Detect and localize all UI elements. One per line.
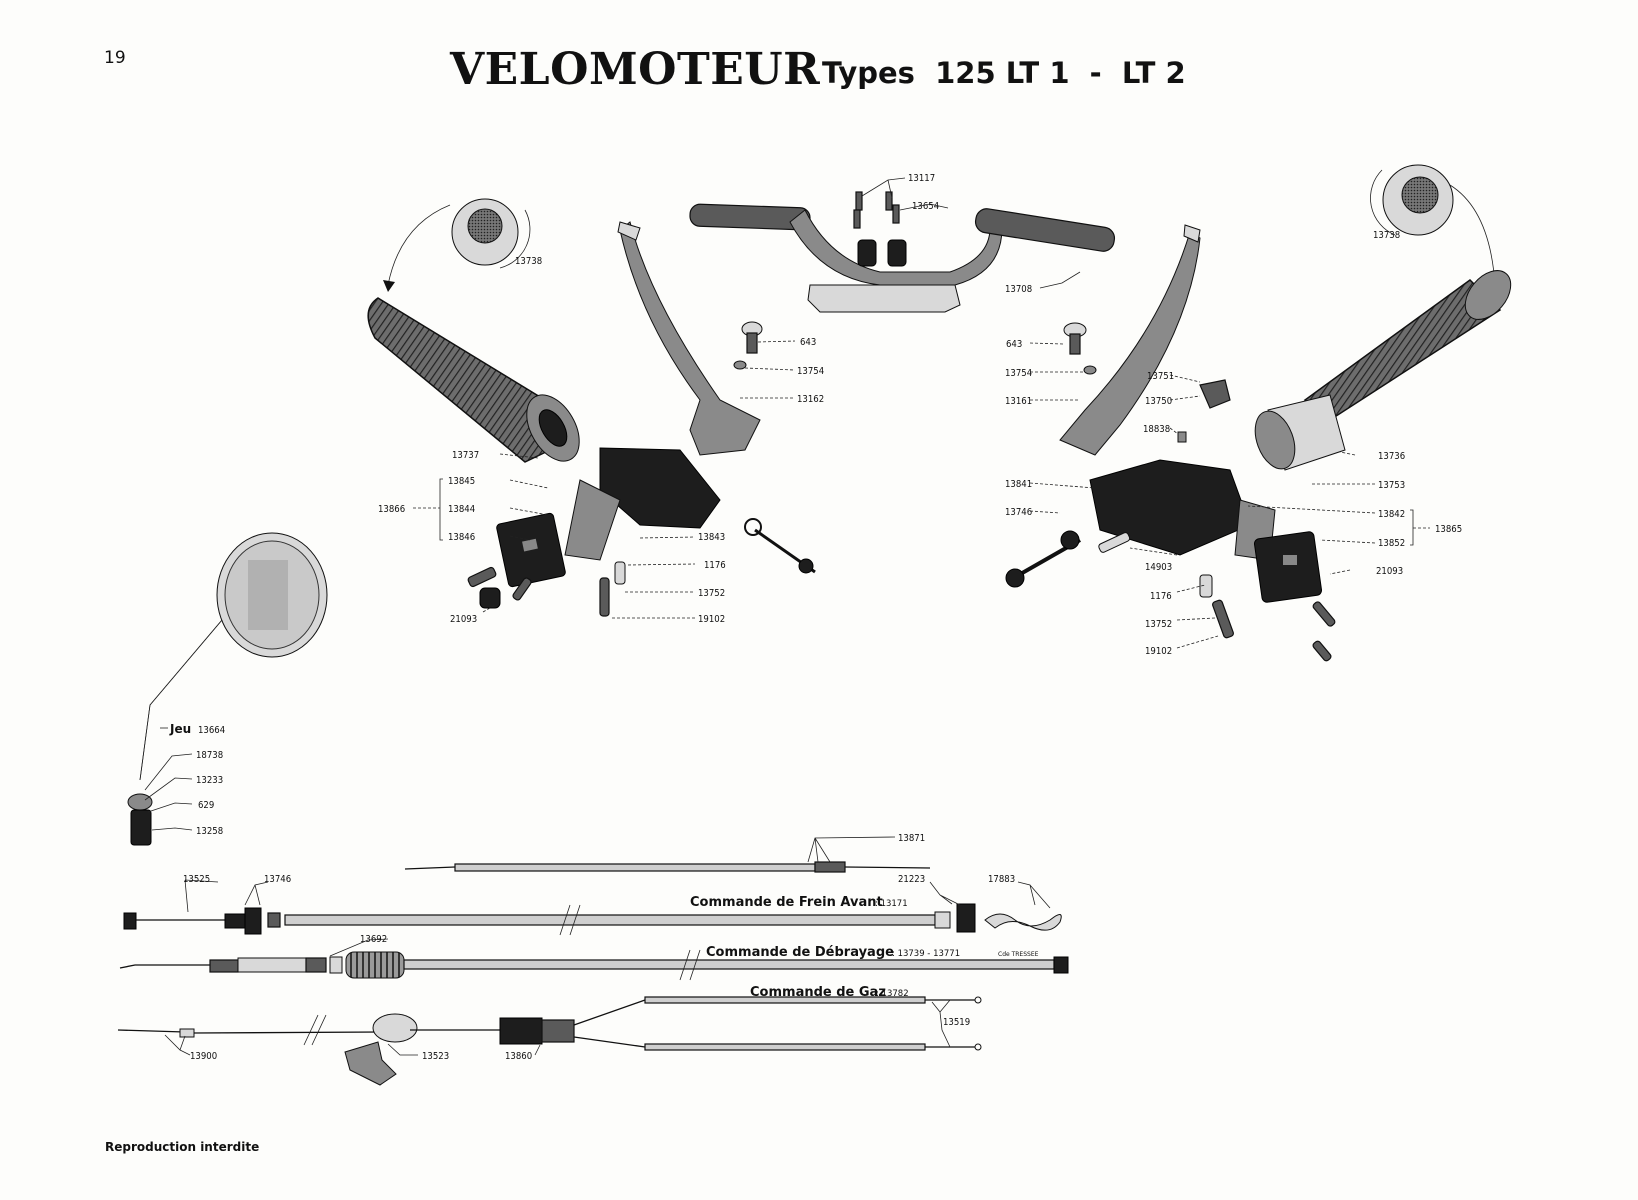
- label-13866: 13866: [378, 504, 405, 515]
- label-13845: 13845: [448, 476, 475, 487]
- label-13523: 13523: [422, 1051, 449, 1062]
- label-13842: 13842: [1378, 509, 1405, 520]
- label-13846: 13846: [448, 532, 475, 543]
- rear-view-mirror: [127, 532, 328, 846]
- label-629: 629: [198, 800, 214, 811]
- label-13852: 13852: [1378, 538, 1405, 549]
- clutch-cable-ref: : 13739 - 13771: [892, 949, 960, 959]
- throttle-cable-ref: : 13782: [876, 989, 909, 999]
- label-17883: 17883: [988, 874, 1015, 885]
- label-13737: 13737: [452, 450, 479, 461]
- label-13753: 13753: [1378, 480, 1405, 491]
- clutch-cable-note: Cde TRESSEE: [998, 951, 1039, 958]
- left-grip-assembly: [367, 198, 816, 617]
- page-title: VELOMOTEUR: [450, 44, 821, 95]
- label-13161: 13161: [1005, 396, 1032, 407]
- label-21093-right: 21093: [1376, 566, 1403, 577]
- handlebar: [689, 191, 1116, 313]
- label-13708: 13708: [1005, 284, 1032, 295]
- label-1176-left: 1176: [704, 560, 726, 571]
- label-18738: 18738: [196, 750, 223, 761]
- throttle-cable-label: Commande de Gaz: [750, 985, 886, 1000]
- label-13900: 13900: [190, 1051, 217, 1062]
- label-13750: 13750: [1145, 396, 1172, 407]
- label-13746-cable: 13746: [264, 874, 291, 885]
- label-13162: 13162: [797, 394, 824, 405]
- cables: [117, 861, 1069, 1086]
- leader-lines: [144, 177, 1430, 1056]
- label-19102-left: 19102: [698, 614, 725, 625]
- label-13738-left: 13738: [515, 256, 542, 267]
- label-13865: 13865: [1435, 524, 1462, 535]
- label-21093-left: 21093: [450, 614, 477, 625]
- label-13746-right: 13746: [1005, 507, 1032, 518]
- label-13751: 13751: [1147, 371, 1174, 382]
- label-13692: 13692: [360, 934, 387, 945]
- label-13233: 13233: [196, 775, 223, 786]
- label-21223: 21223: [898, 874, 925, 885]
- label-13754-left: 13754: [797, 366, 824, 377]
- label-13525: 13525: [183, 874, 210, 885]
- label-13738-right: 13738: [1373, 230, 1400, 241]
- label-13736: 13736: [1378, 451, 1405, 462]
- label-13519: 13519: [943, 1017, 970, 1028]
- page-number: 19: [104, 48, 126, 68]
- right-grip-assembly: [1005, 164, 1512, 662]
- label-13844: 13844: [448, 504, 475, 515]
- part-labels: 13117 13654 13708 13738 643 13754 13162 …: [169, 173, 1462, 1062]
- label-14903: 14903: [1145, 562, 1172, 573]
- label-13843: 13843: [698, 532, 725, 543]
- mirror-set-label: Jeu: [169, 722, 191, 736]
- label-18838: 18838: [1143, 424, 1170, 435]
- clutch-cable-label: Commande de Débrayage: [706, 945, 894, 960]
- label-13752-left: 13752: [698, 588, 725, 599]
- label-13752-right: 13752: [1145, 619, 1172, 630]
- label-13654: 13654: [912, 201, 939, 212]
- label-13754-right: 13754: [1005, 368, 1032, 379]
- front-brake-cable-ref: : 13171: [875, 899, 908, 909]
- label-13841: 13841: [1005, 479, 1032, 490]
- label-643-left: 643: [800, 337, 816, 348]
- page-subtitle: Types 125 LT 1 - LT 2: [822, 56, 1186, 90]
- label-13664: 13664: [198, 725, 225, 736]
- label-13117: 13117: [908, 173, 935, 184]
- label-13871: 13871: [898, 833, 925, 844]
- label-1176-right: 1176: [1150, 591, 1172, 602]
- label-19102-right: 19102: [1145, 646, 1172, 657]
- label-643-right: 643: [1006, 339, 1022, 350]
- front-brake-cable-label: Commande de Frein Avant: [690, 895, 883, 910]
- label-13258: 13258: [196, 826, 223, 837]
- copyright-notice: Reproduction interdite: [105, 1140, 260, 1154]
- label-13860: 13860: [505, 1051, 532, 1062]
